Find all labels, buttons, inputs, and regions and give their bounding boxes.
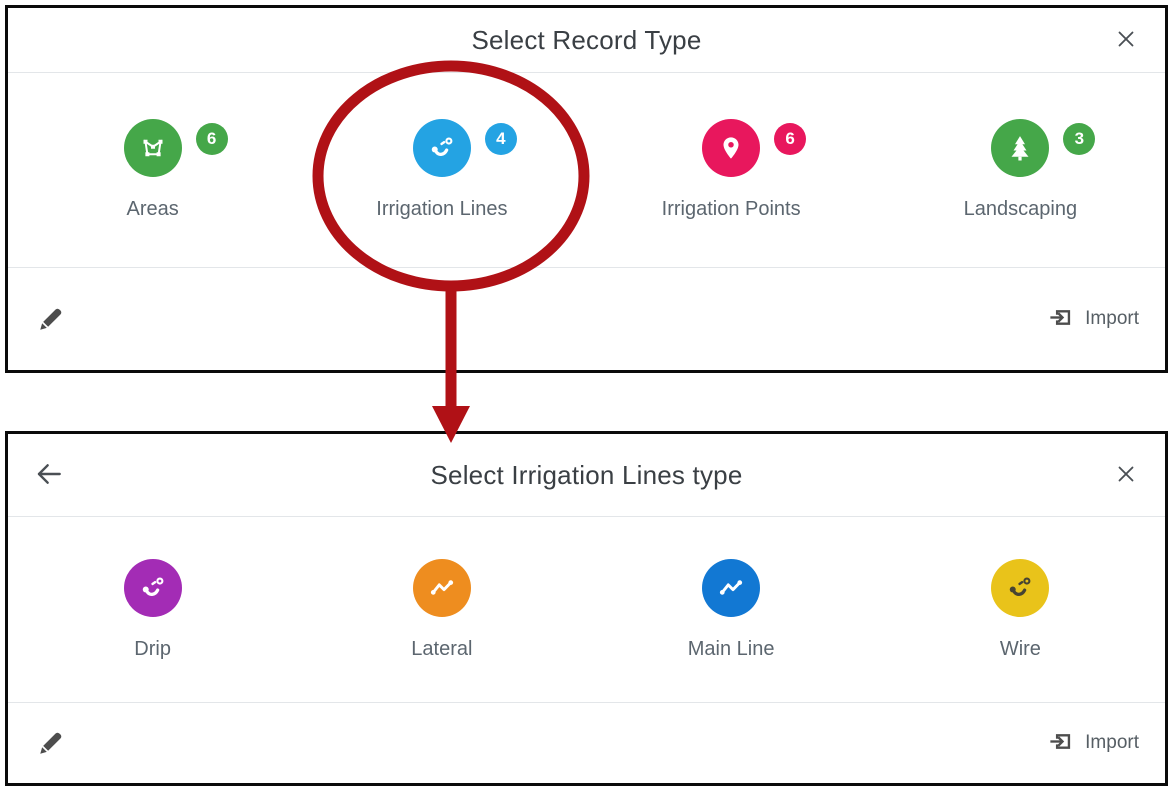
item-label: Areas [126,198,179,220]
edit-pencil-button[interactable] [34,725,70,761]
close-button[interactable] [1109,458,1143,492]
dialog-footer: Import [8,268,1165,370]
landscaping-count-badge: 3 [1063,123,1096,155]
select-record-type-dialog: Select Record Type [5,5,1168,373]
item-label: Irrigation Lines [376,198,508,220]
import-icon [1047,728,1074,758]
close-button[interactable] [1109,23,1143,57]
polygon-area-icon [123,119,182,177]
dialog-header: Select Record Type [8,8,1165,73]
pine-tree-icon [991,119,1050,177]
record-type-areas[interactable]: 6 Areas [8,119,297,221]
item-label: Lateral [411,637,473,660]
back-arrow-icon [33,458,65,493]
item-label: Irrigation Points [661,198,801,220]
line-type-wire[interactable]: Wire [876,558,1165,661]
import-button[interactable]: Import [1047,728,1139,758]
pencil-icon [36,302,68,337]
close-icon [1113,26,1139,55]
item-label: Main Line [687,637,775,660]
record-type-list: 6 Areas 4 Irrigation Lines [8,73,1165,268]
edit-pencil-button[interactable] [34,301,70,337]
import-icon [1047,304,1074,334]
import-button[interactable]: Import [1047,304,1139,334]
map-pin-icon [702,119,761,177]
curved-dashed-line-icon [123,558,182,617]
curved-dashed-line-icon [991,558,1050,617]
irrigation-points-count-badge: 6 [774,123,807,155]
item-label: Landscaping [963,198,1078,220]
curved-dashed-line-icon [412,119,471,177]
back-button[interactable] [32,458,66,492]
line-type-main-line[interactable]: Main Line [587,558,876,661]
irrigation-lines-count-badge: 4 [484,123,517,155]
item-label: Wire [999,637,1041,660]
item-label: Drip [134,637,171,660]
line-type-list: Drip Lateral [8,517,1165,703]
pencil-icon [36,726,68,761]
dialog-footer: Import [8,703,1165,783]
zigzag-line-icon [702,558,761,617]
zigzag-line-icon [412,558,471,617]
areas-count-badge: 6 [195,123,228,155]
record-type-irrigation-lines[interactable]: 4 Irrigation Lines [297,119,586,221]
dialog-title: Select Record Type [471,24,702,55]
line-type-lateral[interactable]: Lateral [297,558,586,661]
close-icon [1113,461,1139,490]
import-label: Import [1085,308,1139,329]
line-type-drip[interactable]: Drip [8,558,297,661]
record-type-irrigation-points[interactable]: 6 Irrigation Points [587,119,876,221]
import-label: Import [1085,732,1139,753]
select-irrigation-lines-type-dialog: Select Irrigation Lines type Drip [5,431,1168,786]
record-type-landscaping[interactable]: 3 Landscaping [876,119,1165,221]
dialog-title: Select Irrigation Lines type [430,459,743,490]
dialog-header: Select Irrigation Lines type [8,434,1165,517]
